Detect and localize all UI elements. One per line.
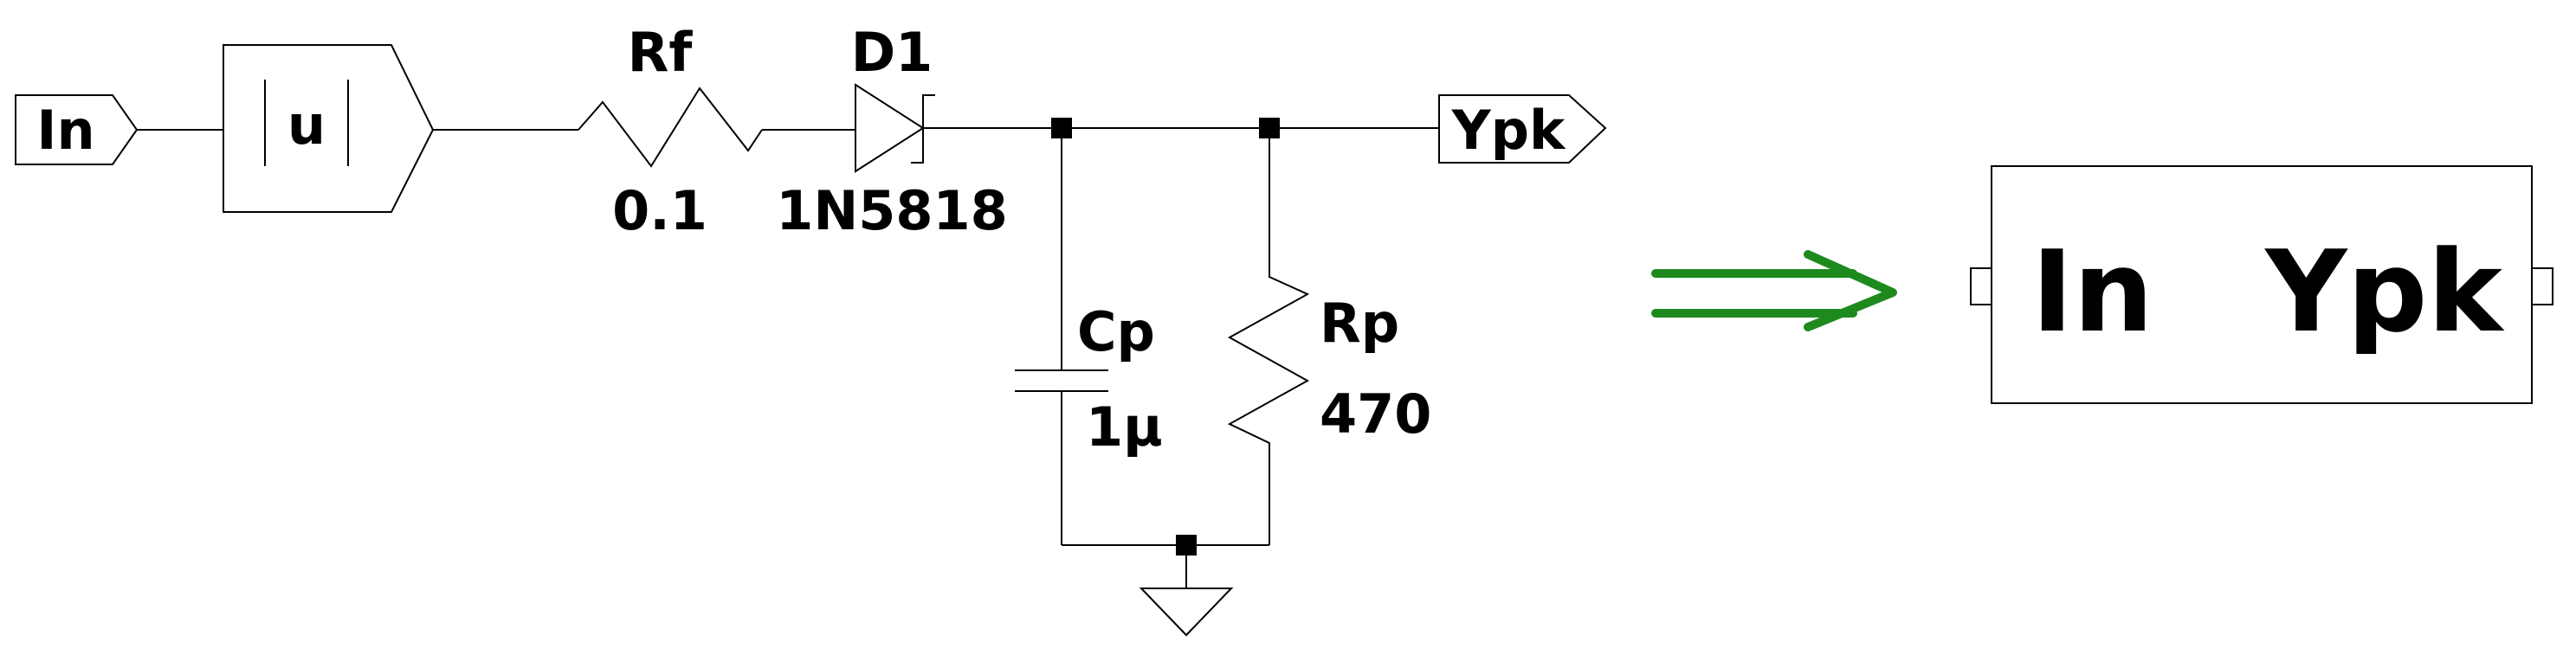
cp-value: 1µ (1086, 395, 1163, 459)
cp-name: Cp (1077, 300, 1155, 363)
resistor-rp: Rp 470 (1227, 128, 1431, 545)
pin-right (2531, 267, 2553, 305)
output-port: Ypk (1438, 94, 1607, 164)
diode-d1: D1 1N5818 (776, 21, 1008, 242)
input-port-label: In (36, 99, 94, 162)
abs-value-block: u (223, 44, 435, 213)
pin-left (1970, 267, 1992, 305)
ground-symbol (1139, 545, 1234, 637)
rp-value: 470 (1320, 382, 1431, 446)
input-port: In (15, 94, 139, 165)
rp-name: Rp (1320, 292, 1399, 355)
abs-block-symbol: u (287, 93, 326, 157)
subcircuit-pin-right-label: Ypk (2263, 226, 2504, 357)
rf-value: 0.1 (612, 179, 707, 242)
transform-arrow (1651, 250, 1897, 331)
d1-name: D1 (851, 21, 933, 84)
subcircuit-block: In Ypk (1970, 165, 2553, 404)
subcircuit-pin-left-label: In (2031, 226, 2153, 357)
rf-name: Rf (628, 21, 694, 84)
resistor-rf: Rf 0.1 (578, 21, 763, 242)
output-port-label: Ypk (1451, 99, 1566, 162)
d1-value: 1N5818 (776, 179, 1008, 242)
capacitor-cp: Cp 1µ (1015, 128, 1163, 545)
